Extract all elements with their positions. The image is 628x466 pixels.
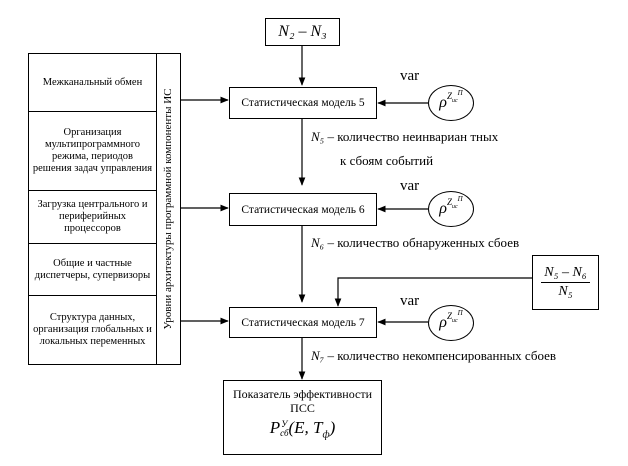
rho-sub: ис [451, 97, 458, 104]
n6-output-label: N₆ – количество обнаруженных сбоев [311, 235, 519, 251]
rho-symbol: ρ [439, 314, 447, 331]
level-4-label: Общие и частные диспетчеры, супервизоры [34, 257, 151, 281]
n6-symbol: N₆ [311, 235, 325, 250]
n7-symbol: N₇ [311, 348, 325, 363]
fraction-denominator: N₅ [558, 284, 573, 299]
var-label-3: var [400, 293, 420, 309]
n5-symbol: N₅ [311, 129, 325, 144]
n5-text-1: – количество неинвариан тных [324, 129, 499, 144]
result-title-line2: ПСС [290, 401, 315, 415]
rho-sup: Z [446, 310, 452, 321]
fraction-box: N₅ – N₆ N₅ [532, 255, 599, 310]
level-2-box: Организация мультипрограммного режима, п… [28, 111, 157, 191]
fraction-numerator: N₅ – N₆ [541, 264, 590, 283]
var-label-2: var [400, 178, 420, 194]
model-7-box: Статистическая модель 7 [229, 307, 377, 338]
model-7-label: Статистическая модель 7 [241, 316, 365, 329]
n7-output-label: N₇ – количество некомпенсированных сбоев [311, 348, 556, 364]
vertical-title-box: Уровни архитектуры программной компонент… [156, 53, 180, 365]
formula-sub: сб [280, 428, 289, 439]
n5-output-label-line2: к сбоям событий [340, 153, 433, 169]
n7-text: – количество некомпенсированных сбоев [324, 348, 557, 363]
input-n2-n3-label: N₂ – N₃ [278, 23, 327, 40]
rho-sup2: П [457, 194, 463, 203]
rho-sup: Z [446, 90, 452, 101]
model-6-box: Статистическая модель 6 [229, 193, 377, 226]
rho-sup: Z [446, 196, 452, 207]
level-1-box: Межканальный обмен [28, 53, 157, 112]
n5-output-label: N₅ – количество неинвариан тных [311, 129, 498, 145]
rho-sub: ис [451, 317, 458, 324]
level-4-box: Общие и частные диспетчеры, супервизоры [28, 243, 157, 296]
level-5-label: Структура данных, организация глобальных… [33, 312, 152, 347]
input-n2-n3-box: N₂ – N₃ [265, 18, 340, 46]
rho-symbol: ρ [439, 200, 447, 217]
level-3-box: Загрузка центрального и периферийных про… [28, 190, 157, 244]
level-3-label: Загрузка центрального и периферийных про… [37, 199, 148, 234]
model-6-label: Статистическая модель 6 [241, 203, 365, 216]
n6-text: – количество обнаруженных сбоев [324, 235, 520, 250]
n5-text-2: к сбоям событий [340, 153, 434, 168]
level-5-box: Структура данных, организация глобальных… [28, 295, 157, 365]
rho-sub: ис [451, 203, 458, 210]
result-title-line1: Показатель эффективности [232, 387, 373, 401]
rho-sup2: П [457, 88, 463, 97]
model-5-box: Статистическая модель 5 [229, 87, 377, 119]
level-2-label: Организация мультипрограммного режима, п… [32, 127, 153, 174]
formula-sup: У [281, 419, 288, 430]
var-label-1: var [400, 68, 420, 84]
rho-sup2: П [457, 308, 463, 317]
vertical-title: Уровни архитектуры программной компонент… [162, 88, 174, 330]
arrow-fraction-to-model7 [334, 277, 532, 307]
level-1-label: Межканальный обмен [42, 76, 143, 88]
formula-args-sub: ф [322, 429, 330, 441]
rho-symbol: ρ [439, 94, 447, 111]
formula-close: ) [329, 418, 336, 437]
formula-args: (E, T [288, 418, 323, 437]
formula-p: P [269, 418, 281, 437]
model-5-label: Статистическая модель 5 [241, 97, 365, 109]
